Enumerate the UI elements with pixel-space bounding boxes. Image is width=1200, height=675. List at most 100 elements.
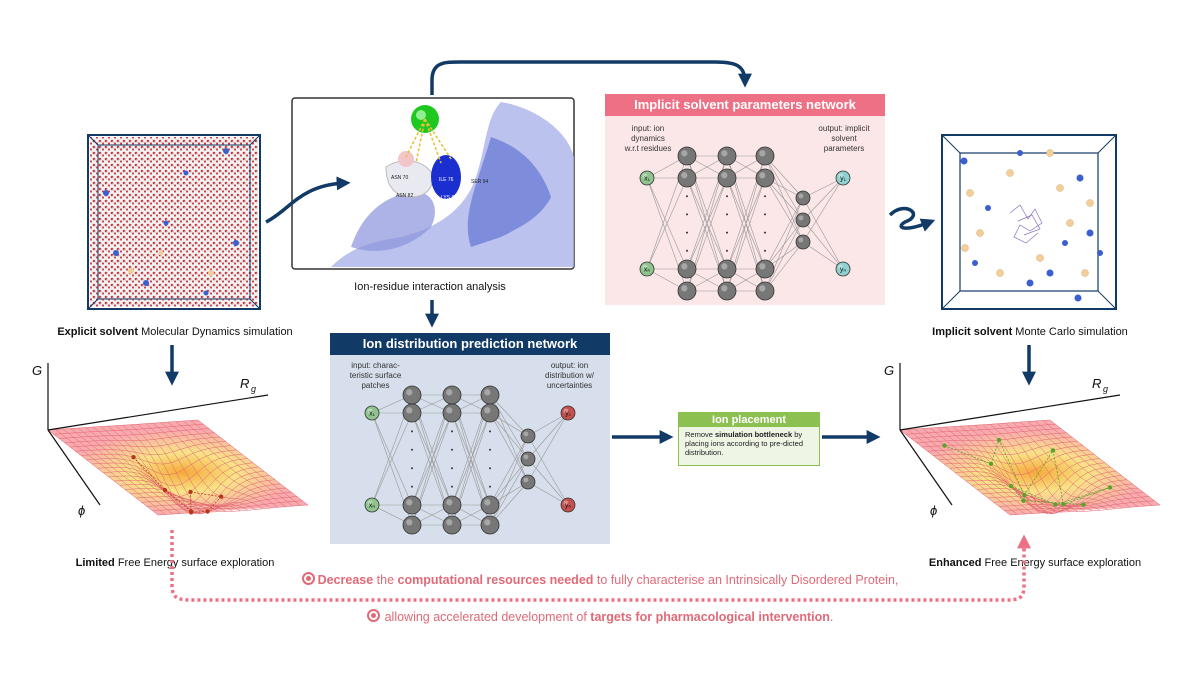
node-label: x₁	[369, 411, 376, 418]
analysis-caption: Ion-residue interaction analysis	[354, 281, 506, 293]
sample-point	[1107, 485, 1113, 490]
ellipsis-dot	[726, 213, 728, 216]
hidden-node	[520, 474, 536, 490]
sample-point	[205, 509, 210, 514]
hidden-node	[795, 234, 811, 250]
sample-point	[1053, 502, 1058, 507]
solvent-net-title: Implicit solvent parameters network	[605, 94, 885, 116]
implicit-solvent-box	[941, 134, 1117, 310]
hidden-node	[442, 515, 462, 535]
residue-label: SER 94	[471, 179, 488, 185]
sample-point	[1022, 492, 1027, 498]
sample-point	[988, 461, 994, 467]
ellipsis-dot	[451, 467, 453, 470]
axis-label-rg: R	[1092, 376, 1101, 391]
ellipsis-dot	[726, 249, 728, 252]
ion-net-output-label: output: ion distribution w/ uncertaintie…	[545, 361, 594, 390]
ellipsis-dot	[489, 430, 491, 433]
residue-label: ASN 82	[396, 193, 413, 199]
residue-label: ILE 76	[439, 177, 454, 183]
ellipsis-dot	[726, 231, 728, 234]
axis-label-rg: R	[240, 376, 249, 391]
sample-point	[1008, 483, 1014, 489]
hidden-node	[677, 168, 697, 188]
dotted-improvement-arrow	[170, 530, 1031, 602]
node-label: xₙ	[644, 267, 651, 274]
implicit-solvent-caption: Implicit solvent Monte Carlo simulation	[932, 326, 1128, 338]
hidden-node	[402, 403, 422, 423]
hidden-node	[402, 515, 422, 535]
ellipsis-dot	[451, 430, 453, 433]
target-icon	[366, 609, 380, 622]
ellipsis-dot	[764, 213, 766, 216]
solvent-net-panel: Implicit solvent parameters network inpu…	[605, 94, 885, 305]
ellipsis-dot	[451, 448, 453, 451]
sample-point	[942, 443, 947, 448]
output-node	[560, 405, 576, 421]
ion-placement-box: Ion placement Remove simulation bottlene…	[678, 412, 820, 466]
footer-line-1: Decrease the computational resources nee…	[0, 572, 1200, 587]
arrow-structure-to-solvent-net	[430, 60, 752, 95]
ellipsis-dot	[764, 231, 766, 234]
node-label: y₁	[565, 411, 572, 418]
sample-point	[188, 489, 193, 495]
output-node	[835, 261, 851, 277]
sample-point	[996, 437, 1002, 443]
hidden-node	[480, 403, 500, 423]
explicit-solvent-box	[87, 134, 261, 310]
ion-placement-title: Ion placement	[679, 413, 819, 427]
hidden-node	[795, 212, 811, 228]
input-node	[364, 405, 380, 421]
input-node	[364, 497, 380, 513]
hidden-node	[717, 281, 737, 301]
sample-point	[131, 454, 136, 460]
ellipsis-dot	[764, 249, 766, 252]
hidden-node	[480, 495, 500, 515]
ellipsis-dot	[726, 195, 728, 198]
solvent-net-output-label: output: implicit solvent parameters	[818, 124, 870, 153]
ellipsis-dot	[411, 467, 413, 470]
arrow-md-to-structure	[265, 176, 351, 224]
hidden-node	[677, 146, 697, 166]
ion-residue-structure: ASN 70 ASN 82 ILE 76 SER 94 LYS 83	[291, 97, 575, 270]
ellipsis-dot	[489, 448, 491, 451]
ellipsis-dot	[411, 448, 413, 451]
hidden-node	[677, 281, 697, 301]
node-label: y₁	[840, 176, 847, 183]
hidden-node	[755, 281, 775, 301]
ellipsis-dot	[686, 195, 688, 198]
sample-point	[162, 487, 168, 493]
ion-net-panel: Ion distribution prediction network inpu…	[330, 333, 610, 544]
output-node	[835, 170, 851, 186]
hidden-node	[717, 146, 737, 166]
axis-label-phi: ϕ	[930, 503, 937, 518]
sample-point	[1061, 502, 1066, 507]
ion-placement-text: Remove simulation bottleneck by placing …	[685, 430, 803, 457]
ion-net-title: Ion distribution prediction network	[330, 333, 610, 355]
sample-point	[1081, 502, 1086, 507]
arrow-solvent-net-to-mc	[888, 206, 936, 232]
sample-point	[189, 510, 194, 515]
axis-label-g: G	[884, 363, 894, 378]
enhanced-fe-caption: Enhanced Free Energy surface exploration	[928, 557, 1142, 569]
ellipsis-dot	[411, 485, 413, 488]
residue-label: ASN 70	[391, 175, 408, 181]
axis-label-rg-sub: g	[251, 384, 256, 394]
hidden-node	[795, 190, 811, 206]
ellipsis-dot	[451, 485, 453, 488]
ellipsis-dot	[489, 485, 491, 488]
input-node	[639, 170, 655, 186]
input-node	[639, 261, 655, 277]
hidden-node	[480, 515, 500, 535]
hidden-node	[755, 259, 775, 279]
hidden-node	[755, 146, 775, 166]
hidden-node	[717, 168, 737, 188]
ellipsis-dot	[764, 195, 766, 198]
residue-label: LYS 83	[441, 195, 457, 201]
node-label: xₙ	[369, 503, 376, 510]
hidden-node	[442, 403, 462, 423]
